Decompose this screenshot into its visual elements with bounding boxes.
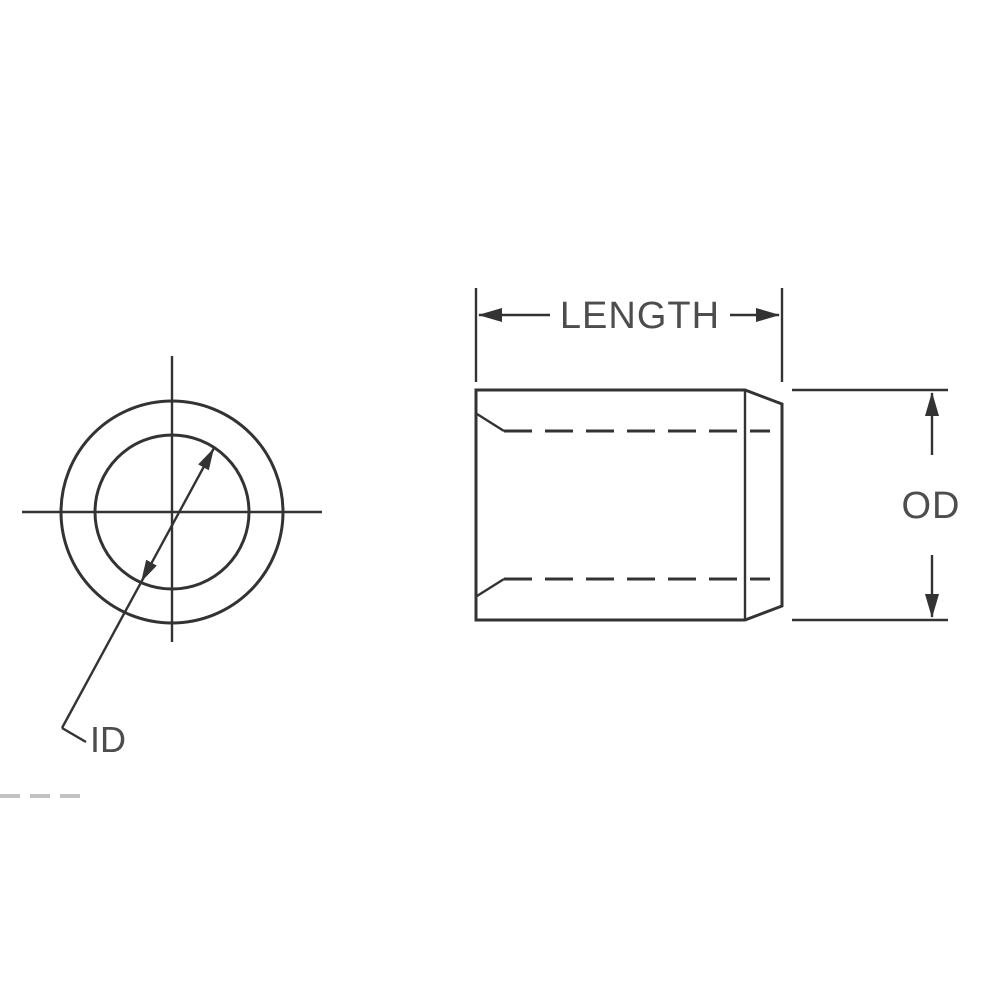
- length-label: LENGTH: [560, 295, 720, 337]
- length-dimension: LENGTH: [474, 288, 784, 382]
- inner-diameter-circle: [93, 433, 251, 591]
- bore-chamfer-bottom-left: [476, 577, 505, 598]
- front-view: ID: [22, 356, 322, 760]
- id-label: ID: [90, 719, 126, 760]
- id-leader-line: [60, 447, 216, 729]
- od-dimension: OD: [792, 388, 961, 622]
- id-leader-foot: [61, 726, 87, 744]
- id-arrowhead-lower: [141, 559, 157, 582]
- bore-chamfer-top-left: [476, 412, 505, 433]
- od-arrowhead-top: [925, 392, 939, 416]
- length-arrowhead-left: [478, 308, 502, 322]
- side-view: [474, 388, 784, 622]
- spacer-body: [474, 388, 784, 622]
- od-label: OD: [902, 485, 961, 527]
- od-arrowhead-bottom: [925, 594, 939, 618]
- outer-diameter-circle: [59, 399, 285, 625]
- length-arrowhead-right: [756, 308, 780, 322]
- id-arrowhead-upper: [198, 448, 214, 471]
